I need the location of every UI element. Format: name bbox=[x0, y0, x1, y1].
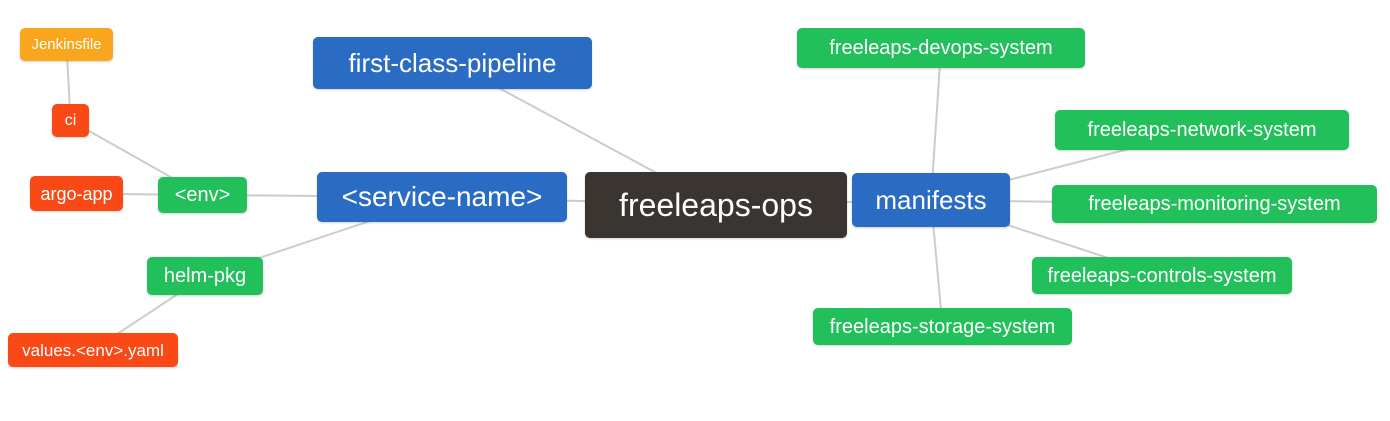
node-freeleaps-monitoring-system[interactable]: freeleaps-monitoring-system bbox=[1052, 185, 1377, 223]
node-freeleaps-network-system[interactable]: freeleaps-network-system bbox=[1055, 110, 1349, 150]
node-freeleaps-controls-system[interactable]: freeleaps-controls-system bbox=[1032, 257, 1292, 294]
node-first-class-pipeline[interactable]: first-class-pipeline bbox=[313, 37, 592, 89]
node-freeleaps-storage-system[interactable]: freeleaps-storage-system bbox=[813, 308, 1072, 345]
node-env[interactable]: <env> bbox=[158, 177, 247, 213]
node-freeleaps-ops[interactable]: freeleaps-ops bbox=[585, 172, 847, 238]
node-argo-app[interactable]: argo-app bbox=[30, 176, 123, 211]
node-manifests[interactable]: manifests bbox=[852, 173, 1010, 227]
node-helm-pkg[interactable]: helm-pkg bbox=[147, 257, 263, 295]
node-jenkinsfile[interactable]: Jenkinsfile bbox=[20, 28, 113, 61]
node-ci[interactable]: ci bbox=[52, 104, 89, 137]
node-service-name[interactable]: <service-name> bbox=[317, 172, 567, 222]
node-freeleaps-devops-system[interactable]: freeleaps-devops-system bbox=[797, 28, 1085, 68]
node-values-env-yaml[interactable]: values.<env>.yaml bbox=[8, 333, 178, 367]
